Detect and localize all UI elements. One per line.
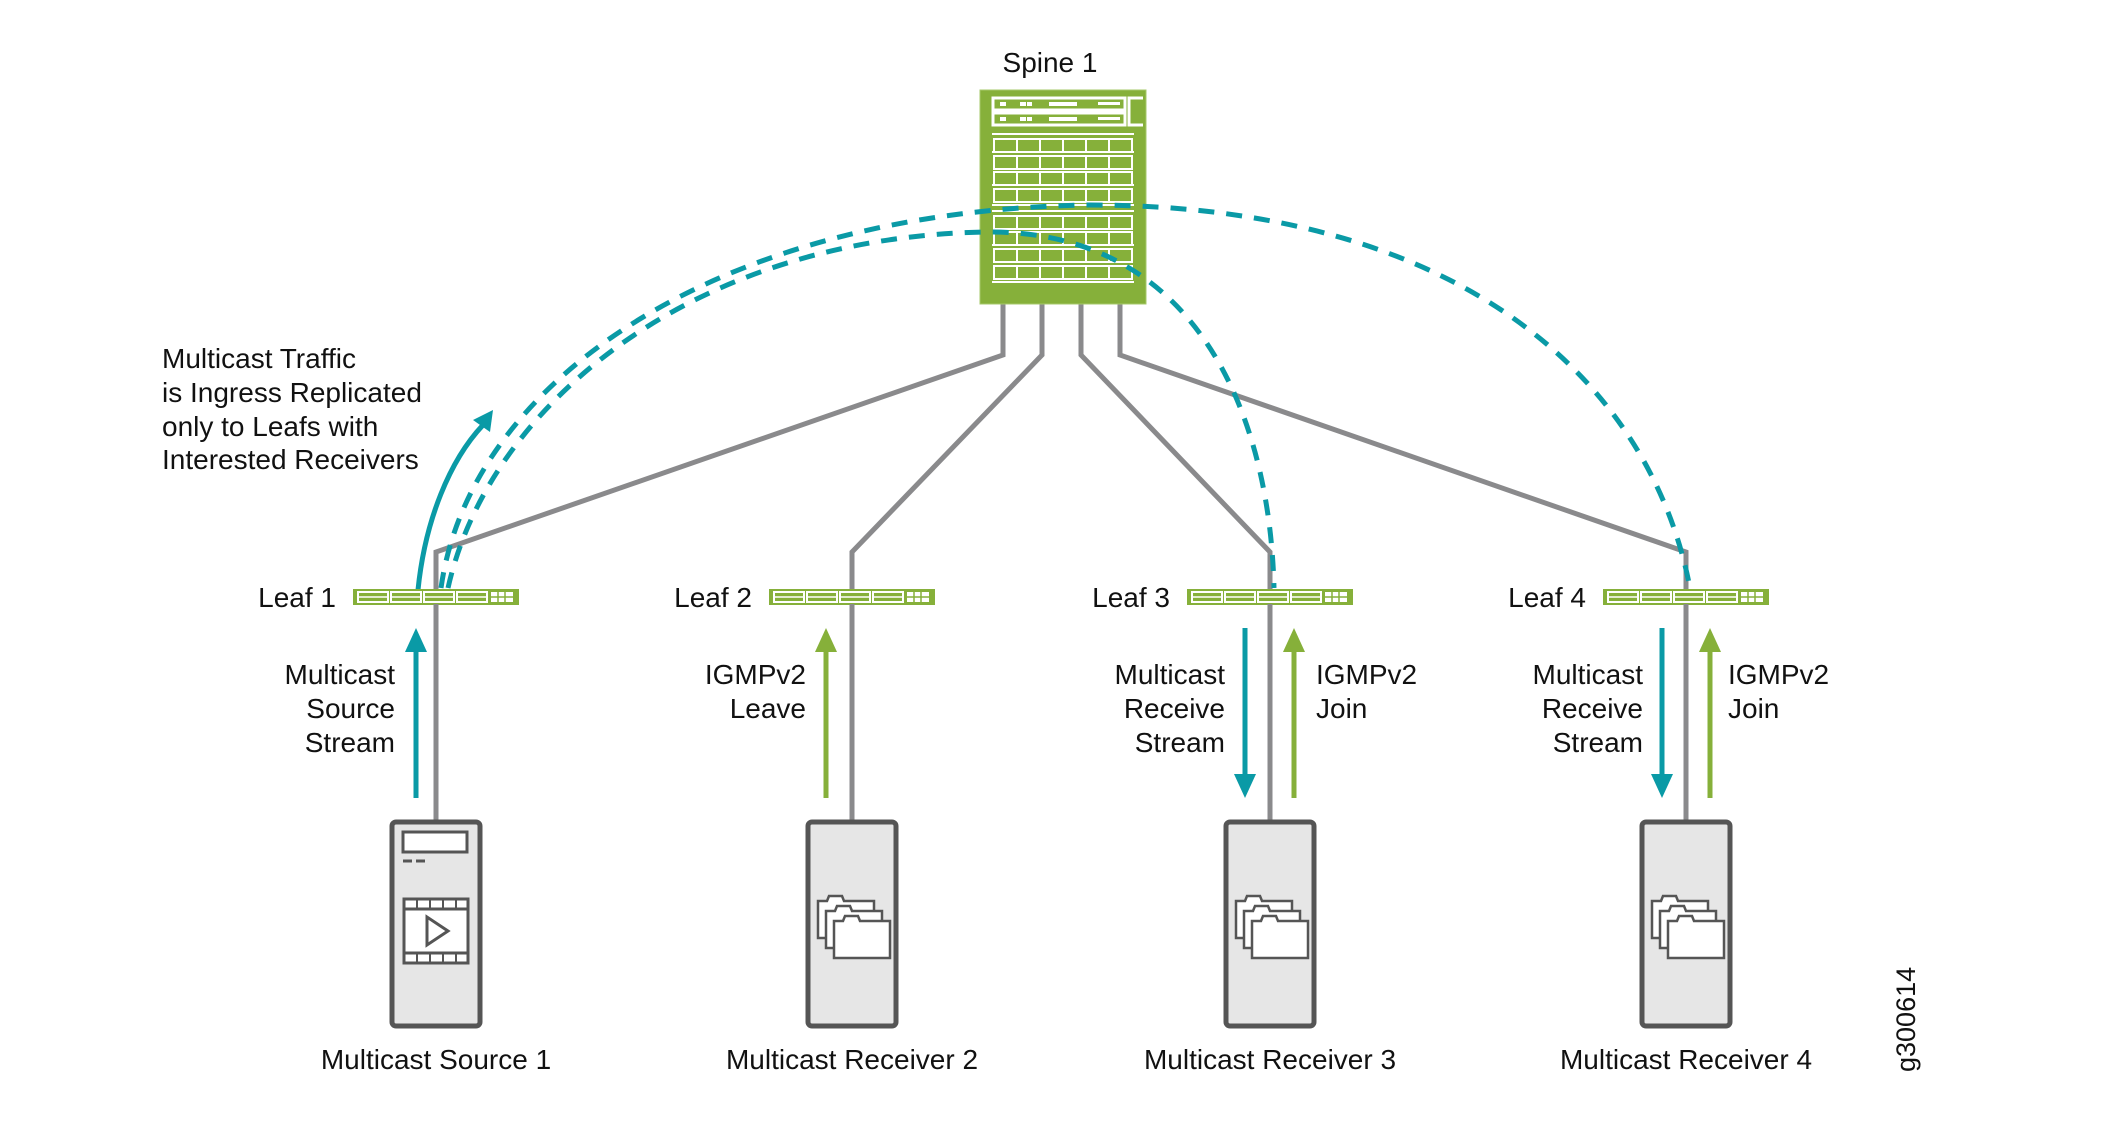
replication-arc-to-leaf-3	[445, 229, 1277, 589]
flow-label: IGMPv2	[1316, 659, 1417, 690]
annotation-line: is Ingress Replicated	[162, 377, 422, 408]
folders-icon	[816, 894, 892, 960]
host-label-2: Multicast Receiver 2	[726, 1044, 978, 1075]
folders-icon	[1650, 894, 1726, 960]
ingress-arrow	[415, 423, 485, 591]
video-play-icon	[402, 897, 470, 965]
leaf-switch-2[interactable]	[769, 589, 935, 605]
spine-switch[interactable]	[979, 89, 1147, 305]
receiver-server-2[interactable]	[805, 819, 899, 1029]
igmp-join-arrow-3-head	[1283, 628, 1305, 652]
annotation-line: Multicast Traffic	[162, 343, 356, 374]
leaf-label-1: Leaf 1	[258, 582, 336, 613]
leaf-switch-3[interactable]	[1187, 589, 1353, 605]
host-label-4: Multicast Receiver 4	[1560, 1044, 1812, 1075]
igmp-join-arrow-4-head	[1699, 628, 1721, 652]
host-label-1: Multicast Source 1	[321, 1044, 551, 1075]
receive-stream-arrow-3-head	[1234, 774, 1256, 798]
flow-label: Join	[1728, 693, 1779, 724]
leaf-switch-1[interactable]	[353, 589, 519, 605]
spine-label: Spine 1	[1003, 47, 1098, 78]
uplink-leaf-3	[1078, 302, 1273, 596]
annotation: Multicast Traffic is Ingress Replicated …	[162, 343, 422, 475]
uplink-leaf-4	[1117, 302, 1689, 596]
uplink-leaf-2	[849, 302, 1045, 596]
replication-arc-to-leaf-4	[438, 202, 1693, 589]
receiver-server-3[interactable]	[1223, 819, 1317, 1029]
replication-arcs	[438, 202, 1693, 589]
flow-arrows	[405, 628, 1721, 798]
uplinks	[433, 302, 1689, 596]
flow-label: Multicast	[1533, 659, 1644, 690]
leaf-label-4: Leaf 4	[1508, 582, 1586, 613]
flow-label: IGMPv2	[705, 659, 806, 690]
flow-label: IGMPv2	[1728, 659, 1829, 690]
leaf-switch-4[interactable]	[1603, 589, 1769, 605]
ingress-arrow-head	[473, 410, 493, 432]
flow-label: Multicast	[1115, 659, 1226, 690]
flow-labels: Multicast Source Stream IGMPv2 Leave Mul…	[285, 659, 1830, 758]
leaf-label-2: Leaf 2	[674, 582, 752, 613]
receiver-server-4[interactable]	[1639, 819, 1733, 1029]
receive-stream-arrow-4-head	[1651, 774, 1673, 798]
igmp-leave-arrow-head	[815, 628, 837, 652]
annotation-line: only to Leafs with	[162, 411, 378, 442]
flow-label: Receive	[1542, 693, 1643, 724]
uplink-leaf-1	[433, 302, 1006, 596]
flow-label: Leave	[730, 693, 806, 724]
flow-label: Stream	[1135, 727, 1225, 758]
folders-icon	[1234, 894, 1310, 960]
source-server[interactable]	[389, 819, 483, 1029]
flow-label: Multicast	[285, 659, 396, 690]
flow-label: Receive	[1124, 693, 1225, 724]
annotation-line: Interested Receivers	[162, 444, 419, 475]
host-label-3: Multicast Receiver 3	[1144, 1044, 1396, 1075]
source-stream-arrow-head	[405, 628, 427, 652]
flow-label: Stream	[305, 727, 395, 758]
flow-label: Source	[306, 693, 395, 724]
flow-label: Join	[1316, 693, 1367, 724]
flow-label: Stream	[1553, 727, 1643, 758]
figure-id: g300614	[1891, 967, 1921, 1072]
downlinks	[433, 604, 1689, 822]
leaf-label-3: Leaf 3	[1092, 582, 1170, 613]
